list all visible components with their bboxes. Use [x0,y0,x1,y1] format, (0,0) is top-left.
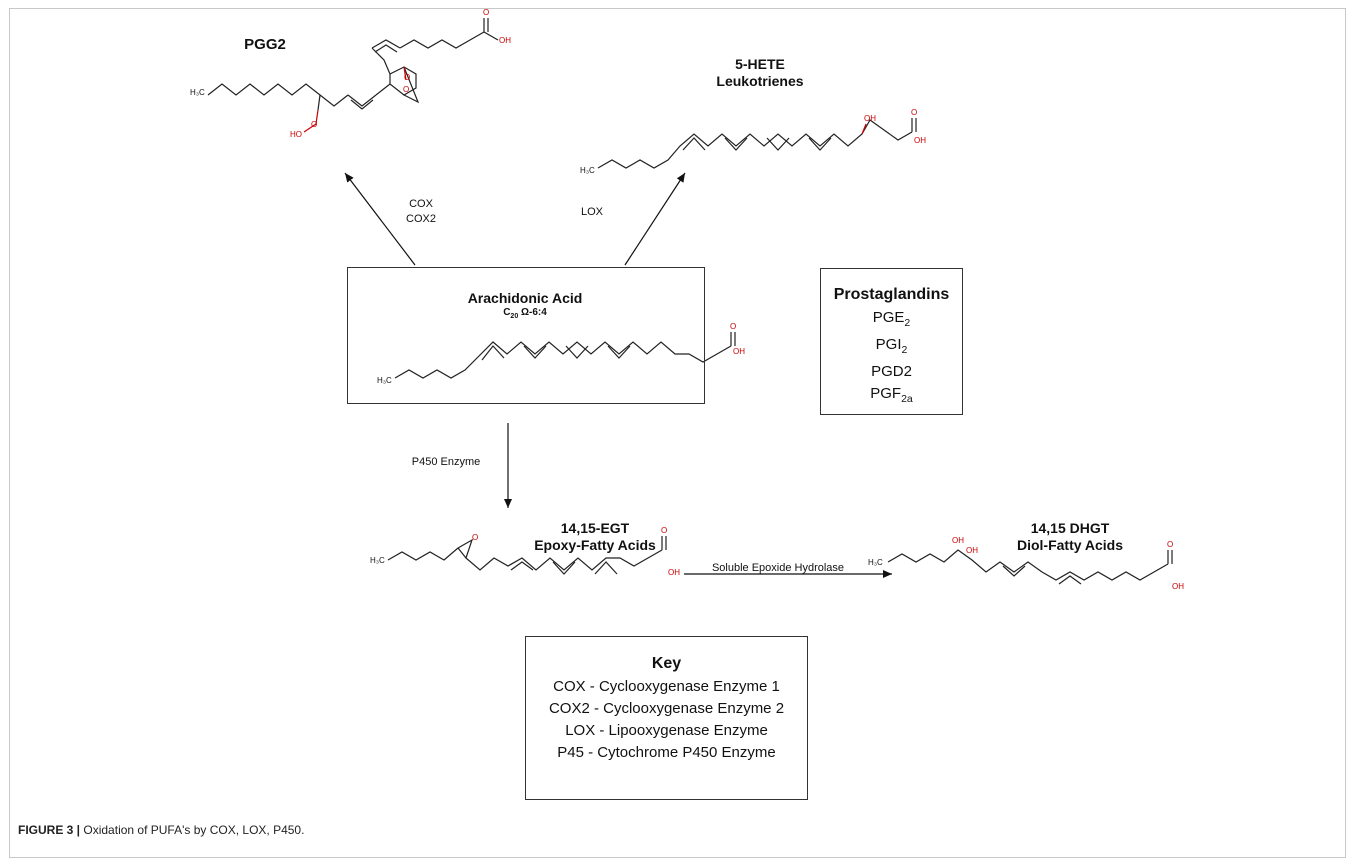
prostaglandin-item-pge2: PGE2 [872,309,911,329]
dhgt-h3c-label: H₃C [868,558,883,567]
hete-carbonyl-o-label: O [911,108,918,117]
arachidonic-oh-label: OH [733,347,745,356]
key-item-cox: COX - Cyclooxygenase Enzyme 1 [553,678,780,695]
enzyme-label-hydrolase: Soluble Epoxide Hydrolase [711,562,845,574]
hete-name: 5-HETE [735,56,785,72]
pgg2-hydroperoxy-o-label: O [311,120,318,129]
key-item-cox2: COX2 - Cyclooxygenase Enzyme 2 [548,700,785,717]
egt-h3c-label: H₃C [370,556,385,565]
pgg2-structure [207,18,499,111]
pgg2-bridge-o-bottom-label: O [403,85,410,94]
pgg2-carbonyl-o-label: O [483,8,490,17]
hete-h3c-label: H₃C [580,166,595,175]
egt-subname: Epoxy-Fatty Acids [534,537,656,553]
key-item-lox: LOX - Lipooxygenase Enzyme [565,722,768,739]
hete-heteroatoms [861,123,867,135]
pgg2-heteroatoms [303,66,407,133]
arachidonic-formula: C20 Ω-6:4 [503,307,547,320]
figure-frame [9,8,1346,858]
hete-structure [597,118,917,169]
hete-oh-label: OH [864,114,876,123]
prostaglandin-item-pgi2: PGI2 [875,336,908,356]
prostaglandin-item-pgd2: PGD2 [871,363,912,380]
enzyme-label-cox: COX [409,198,433,210]
egt-epoxide-o-label: O [472,533,479,542]
key-item-p45: P45 - Cytochrome P450 Enzyme [557,744,776,761]
prostaglandin-item-pgf2a: PGF2a [870,385,913,405]
hete-subname: Leukotrienes [716,73,804,89]
pgg2-title: PGG2 [244,36,286,53]
pgg2-ho-label: HO [290,130,302,139]
figure-caption-text: Oxidation of PUFA's by COX, LOX, P450. [80,823,305,837]
arachidonic-carbonyl-o-label: O [730,322,737,331]
enzyme-label-lox: LOX [580,206,603,218]
dhgt-carbonyl-o-label: O [1167,540,1174,549]
figure-caption-label: FIGURE 3 | [18,823,81,837]
arrow-cox [344,172,416,266]
egt-name: 14,15-EGT [560,520,630,536]
dhgt-name: 14,15 DHGT [1030,520,1110,536]
arachidonic-box [347,267,705,404]
egt-carbonyl-o-label: O [661,526,668,535]
prostaglandins-box: Prostaglandins PGE2 PGI2 PGD2 PGF2a [820,268,963,415]
prostaglandins-title: Prostaglandins [833,286,950,303]
hete-title: 5-HETE Leukotrienes [680,56,840,90]
arachidonic-title: Arachidonic Acid [467,290,583,306]
egt-title: 14,15-EGT Epoxy-Fatty Acids [515,520,675,554]
dhgt-structure [887,549,1173,585]
pgg2-h3c-label: H₃C [190,88,205,97]
pgg2-bridge-o-top-label: O [404,73,411,82]
figure-caption: FIGURE 3 | Oxidation of PUFA's by COX, L… [18,823,304,837]
hete-acid-oh-label: OH [914,136,926,145]
arachidonic-h3c-label: H₃C [377,376,392,385]
key-title: Key [651,655,682,672]
arrow-lox [624,172,686,266]
dhgt-acid-oh-label: OH [1172,582,1184,591]
key-box: Key COX - Cyclooxygenase Enzyme 1 COX2 -… [525,636,808,800]
enzyme-label-cox2: COX2 [406,213,436,225]
enzyme-label-p450: P450 Enzyme [411,456,481,468]
egt-oh-label: OH [668,568,680,577]
dhgt-title: 14,15 DHGT Diol-Fatty Acids [990,520,1150,554]
dhgt-subname: Diol-Fatty Acids [1016,537,1124,553]
egt-structure [387,536,667,575]
pgg2-oh-label: OH [499,36,511,45]
dhgt-oh-1-label: OH [952,536,964,545]
arachidonic-structure [394,332,736,379]
dhgt-oh-2-label: OH [966,546,978,555]
